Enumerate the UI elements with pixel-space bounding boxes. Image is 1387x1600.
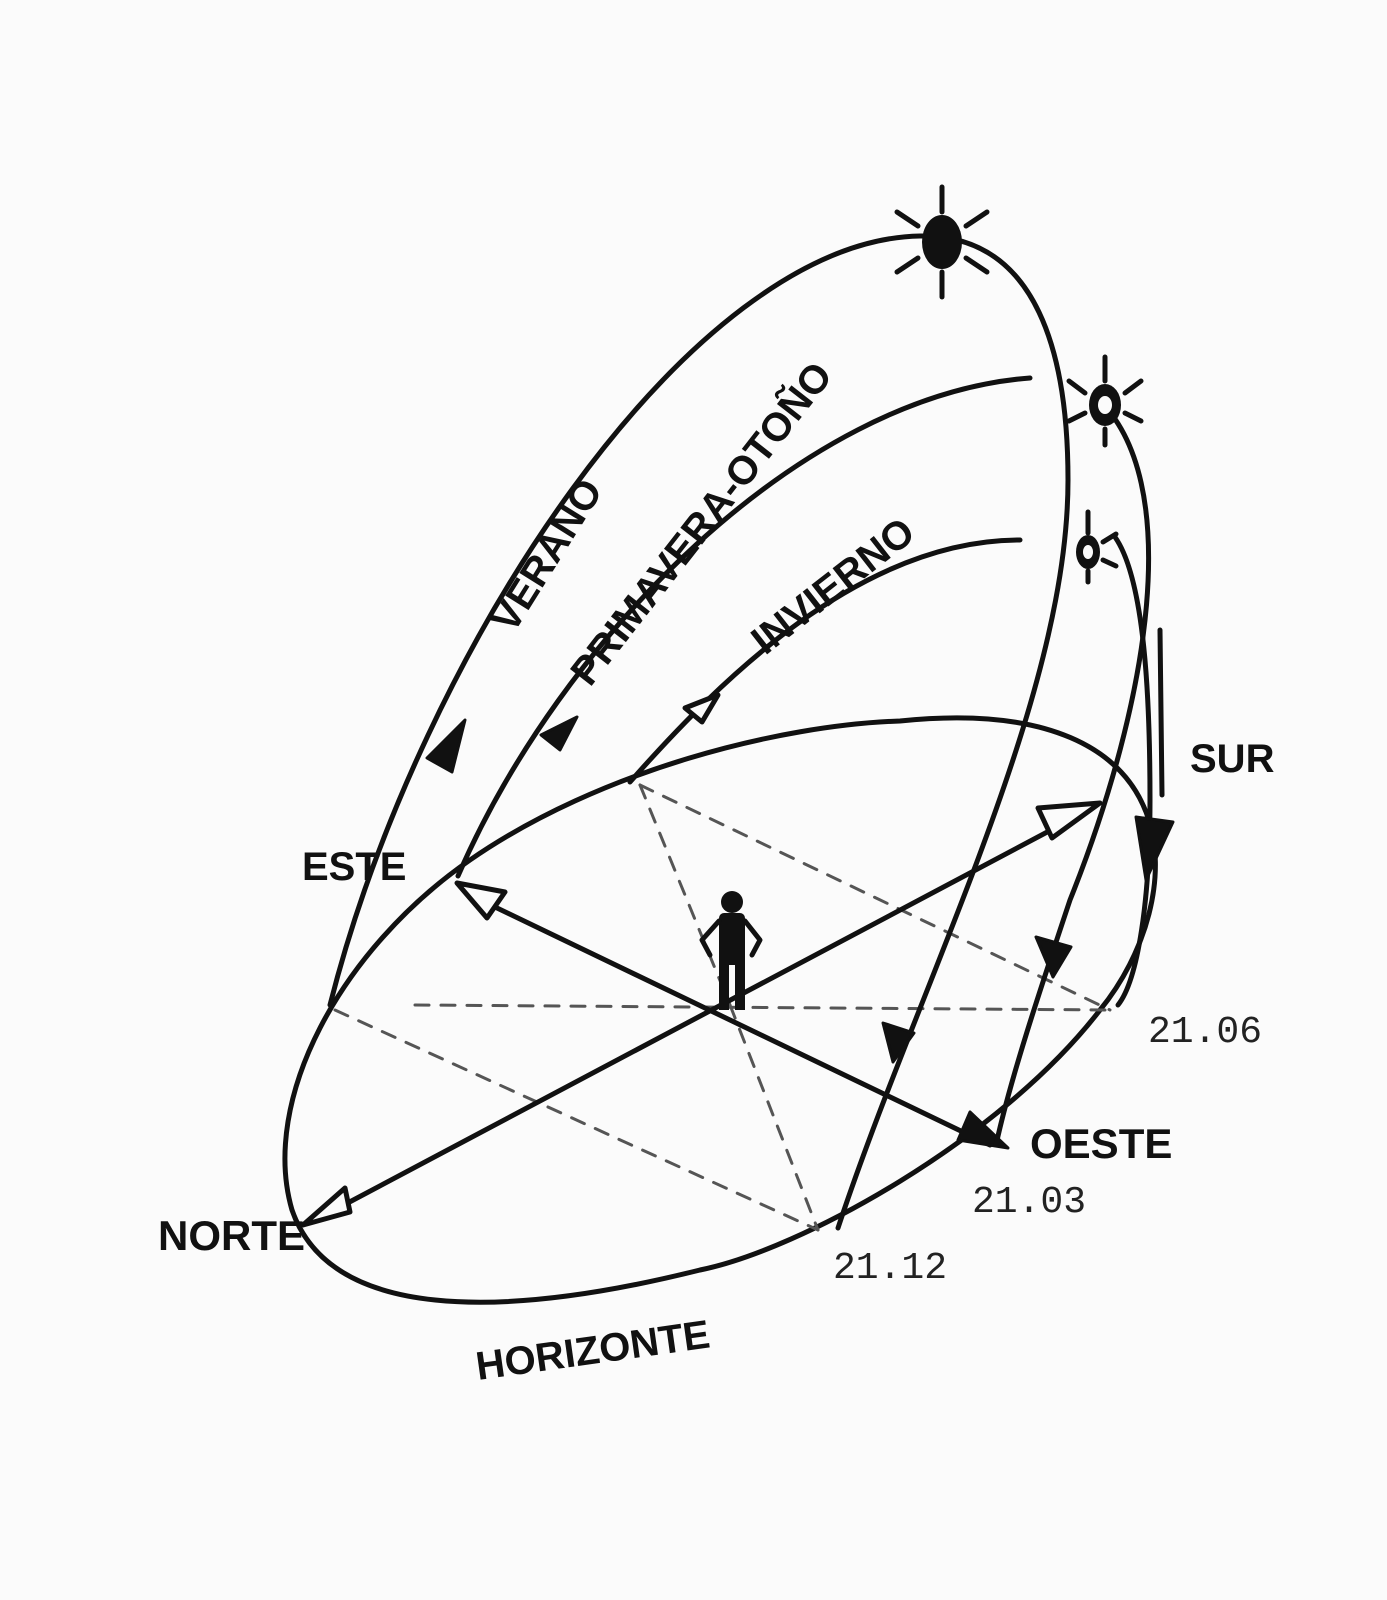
arrow-sur <box>1035 800 1103 841</box>
label-invierno: INVIERNO <box>743 509 922 663</box>
observer-figure <box>699 891 763 1010</box>
label-este: ESTE <box>302 845 406 889</box>
sun-icon-winter <box>1076 509 1119 585</box>
label-sur: SUR <box>1190 737 1275 781</box>
winter-sun-path-descent <box>1112 534 1153 1008</box>
winter-sun-path <box>627 537 1023 785</box>
arrow-equinox-ascend <box>539 715 579 752</box>
date-equinox: 21.03 <box>972 1181 1086 1224</box>
label-primavera-otono: PRIMAVERA-OTOÑO <box>561 353 841 694</box>
date-summer: 21.06 <box>1148 1011 1262 1054</box>
label-verano: VERANO <box>483 471 611 639</box>
arrow-winter-descend <box>1134 815 1175 882</box>
label-oeste: OESTE <box>1030 1120 1172 1167</box>
horizon-ellipse <box>282 715 1158 1305</box>
arrow-summer-ascend <box>425 718 467 774</box>
summer-sun-path <box>327 233 1071 1231</box>
arrow-summer-descend <box>881 1021 916 1064</box>
label-horizonte: HORIZONTE <box>473 1313 712 1389</box>
arrow-norte <box>300 1185 353 1228</box>
equinox-sun-path <box>455 375 1033 879</box>
arrow-equinox-descend <box>1034 935 1073 979</box>
label-norte: NORTE <box>158 1212 305 1259</box>
sun-icon-summer <box>894 184 990 300</box>
compass-axes <box>322 809 1088 1218</box>
date-winter: 21.12 <box>833 1247 947 1290</box>
arrow-este <box>454 880 508 921</box>
dashed-construction-lines <box>333 783 1112 1232</box>
sun-icon-equinox <box>1066 354 1144 448</box>
arrow-winter-ascend <box>682 692 721 725</box>
equinox-sun-path-descent <box>993 395 1152 1148</box>
